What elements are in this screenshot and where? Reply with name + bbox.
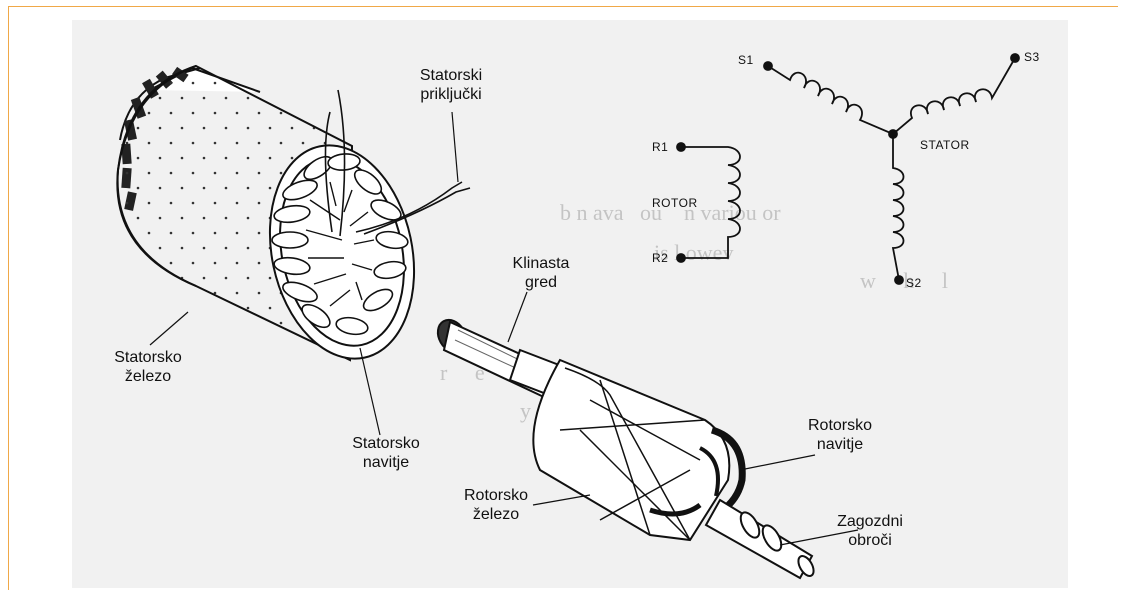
label-line: Statorski (404, 66, 498, 85)
label-line: navitje (790, 435, 890, 454)
label-rotor-winding: Rotorsko navitje (790, 416, 890, 454)
leader-key-shaft (508, 292, 527, 342)
label-line: Zagozdni (820, 512, 920, 531)
stator-assembly (117, 66, 470, 372)
label-key-shaft: Klinasta gred (496, 254, 586, 292)
label-line: navitje (336, 453, 436, 472)
label-line: priključki (404, 85, 498, 104)
leader-rotor-winding (740, 455, 815, 470)
label-slip-rings: Zagozdni obroči (820, 512, 920, 550)
label-stator-winding: Statorsko navitje (336, 434, 436, 472)
schematic-label-s1: S1 (738, 53, 754, 67)
leader-stator-winding (360, 348, 380, 435)
label-line: Klinasta (496, 254, 586, 273)
label-stator-terminals: Statorski priključki (404, 66, 498, 104)
leader-stator-iron (150, 312, 188, 345)
stator-coil-s2 (893, 134, 904, 280)
schematic-label-r2: R2 (652, 251, 668, 265)
stator-coil-s1 (768, 66, 893, 134)
schematic-label-s3: S3 (1024, 50, 1040, 64)
leader-stator-terminals (452, 112, 458, 182)
label-line: Rotorsko (446, 486, 546, 505)
label-stator-iron: Statorsko železo (98, 348, 198, 386)
label-line: železo (446, 505, 546, 524)
label-line: Statorsko (336, 434, 436, 453)
schematic-label-rotor: ROTOR (652, 196, 698, 210)
schematic-label-r1: R1 (652, 140, 668, 154)
label-line: obroči (820, 531, 920, 550)
stator-coil-s3 (893, 58, 1015, 134)
label-line: železo (98, 367, 198, 386)
schematic-label-stator: STATOR (920, 138, 970, 152)
label-rotor-iron: Rotorsko železo (446, 486, 546, 524)
rotor-assembly (432, 315, 816, 579)
label-line: gred (496, 273, 586, 292)
label-line: Statorsko (98, 348, 198, 367)
schematic-label-s2: S2 (906, 276, 922, 290)
label-line: Rotorsko (790, 416, 890, 435)
winding-schematic (677, 54, 1019, 284)
